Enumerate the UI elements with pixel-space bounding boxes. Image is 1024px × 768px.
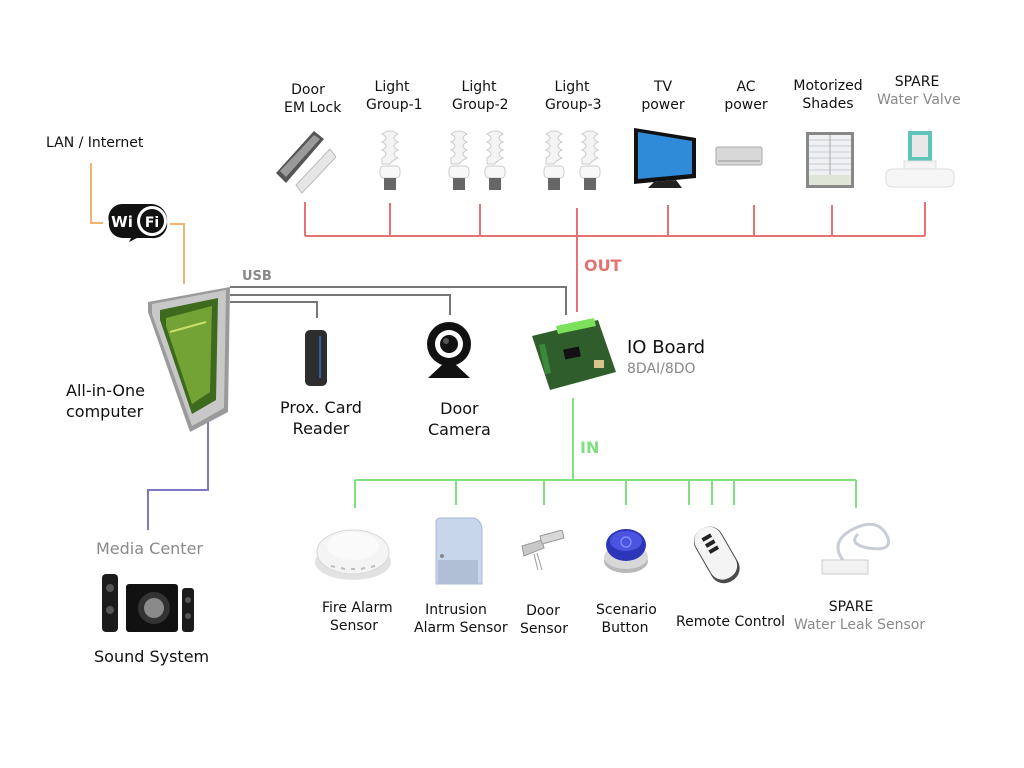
label-line2: Alarm Sensor <box>414 620 508 636</box>
light-bulbs-icon[interactable] <box>538 128 608 194</box>
out-bus <box>304 202 926 312</box>
label-line1: SPARE <box>828 599 874 615</box>
output-label-motorized-shades: Motorized Shades <box>793 77 863 113</box>
label-line2: Button <box>601 620 649 636</box>
water-leak-sensor-icon[interactable] <box>818 520 894 584</box>
label-line1: Fire Alarm <box>322 600 393 616</box>
wifi-icon: Wi Fi <box>101 200 171 242</box>
label-line1: Scenario <box>596 602 657 618</box>
wifi-fi-text: Fi <box>145 215 159 231</box>
input-label-remote-control: Remote Control <box>676 613 786 631</box>
io-board-title: IO Board <box>627 337 706 358</box>
label-line1: Motorized <box>793 78 863 94</box>
air-conditioner-icon[interactable] <box>715 145 763 167</box>
output-label-tv-power: TV power <box>640 78 686 114</box>
usb-wire-card-reader <box>230 301 318 318</box>
in-bus <box>354 398 857 508</box>
sound-system-icon[interactable] <box>98 570 202 636</box>
usb-wire-ioboard <box>230 286 567 315</box>
prox-card-label-line1: Prox. Card <box>280 398 362 417</box>
label-line2: EM Lock <box>284 100 342 116</box>
door-camera-label: Door Camera <box>428 398 491 440</box>
all-in-one-computer-icon[interactable] <box>140 282 235 432</box>
computer-label: All-in-One computer <box>66 380 145 422</box>
scenario-button-icon[interactable] <box>602 525 650 575</box>
input-label-scenario-button: Scenario Button <box>596 601 657 637</box>
wifi-computer-wire <box>170 223 185 284</box>
usb-wire-camera <box>230 294 451 315</box>
label-line1: Intrusion <box>425 602 487 618</box>
sound-system-label: Sound System <box>94 647 210 666</box>
io-board-subtitle: 8DAI/8DO <box>627 361 696 377</box>
computer-label-line1: All-in-One <box>66 381 145 400</box>
label-line1: Light <box>461 79 497 95</box>
label-line2: Water Leak Sensor <box>794 617 926 633</box>
fire-alarm-sensor-icon[interactable] <box>313 516 393 586</box>
label-line1: Remote Control <box>676 614 786 630</box>
door-camera-label-line1: Door <box>440 399 479 418</box>
label-line2: power <box>724 97 768 113</box>
prox-card-reader-label: Prox. Card Reader <box>280 397 362 439</box>
lan-wire <box>90 163 103 224</box>
label-line2: Group-3 <box>545 97 602 113</box>
output-label-door-em-lock: Door EM Lock <box>284 81 342 117</box>
prox-card-reader-icon[interactable] <box>302 328 330 388</box>
out-label: OUT <box>584 256 622 275</box>
media-center-label: Media Center <box>96 539 203 558</box>
input-label-door-sensor: Door Sensor <box>520 602 568 638</box>
input-label-intrusion-alarm-sensor: Intrusion Alarm Sensor <box>414 601 508 637</box>
output-label-ac-power: AC power <box>723 78 769 114</box>
wifi-wi-text: Wi <box>111 213 133 231</box>
door-sensor-icon[interactable] <box>520 529 566 572</box>
label-line1: TV <box>653 79 673 95</box>
label-line1: AC <box>736 79 756 95</box>
door-camera-label-line2: Camera <box>428 420 491 439</box>
usb-label: USB <box>242 269 272 284</box>
motorized-shades-icon[interactable] <box>805 131 855 189</box>
label-line2: Sensor <box>520 621 568 637</box>
label-line1: Light <box>554 79 590 95</box>
label-line1: Door <box>526 603 560 619</box>
label-line2: Shades <box>802 96 854 112</box>
em-lock-icon[interactable] <box>274 125 337 195</box>
tv-icon[interactable] <box>632 126 698 190</box>
lan-internet-label: LAN / Internet <box>46 135 144 151</box>
label-line2: Sensor <box>330 618 378 634</box>
input-label-spare-water-leak-sensor: SPARE Water Leak Sensor <box>794 598 926 634</box>
io-board-icon[interactable] <box>528 314 618 394</box>
label-line2: Group-1 <box>366 97 423 113</box>
intrusion-alarm-sensor-icon[interactable] <box>424 516 492 588</box>
output-label-light-group-2: Light Group-2 <box>452 78 509 114</box>
label-line1: SPARE <box>894 74 940 90</box>
light-bulb-icon[interactable] <box>374 128 406 194</box>
output-label-light-group-3: Light Group-3 <box>545 78 602 114</box>
label-line2: Group-2 <box>452 97 509 113</box>
water-valve-icon[interactable] <box>884 127 956 195</box>
output-label-spare-water-valve: SPARE Water Valve <box>877 73 961 109</box>
door-camera-icon[interactable] <box>424 318 474 380</box>
computer-label-line2: computer <box>66 402 144 421</box>
label-line1: Door <box>291 82 325 98</box>
in-label: IN <box>580 438 600 457</box>
prox-card-label-line2: Reader <box>292 419 350 438</box>
remote-control-icon[interactable] <box>685 522 751 584</box>
label-line2: power <box>641 97 685 113</box>
input-label-fire-alarm-sensor: Fire Alarm Sensor <box>322 599 393 635</box>
light-bulbs-icon[interactable] <box>443 128 513 194</box>
label-line2: Water Valve <box>877 92 961 108</box>
output-label-light-group-1: Light Group-1 <box>366 78 423 114</box>
media-wire <box>147 413 209 530</box>
label-line1: Light <box>374 79 410 95</box>
